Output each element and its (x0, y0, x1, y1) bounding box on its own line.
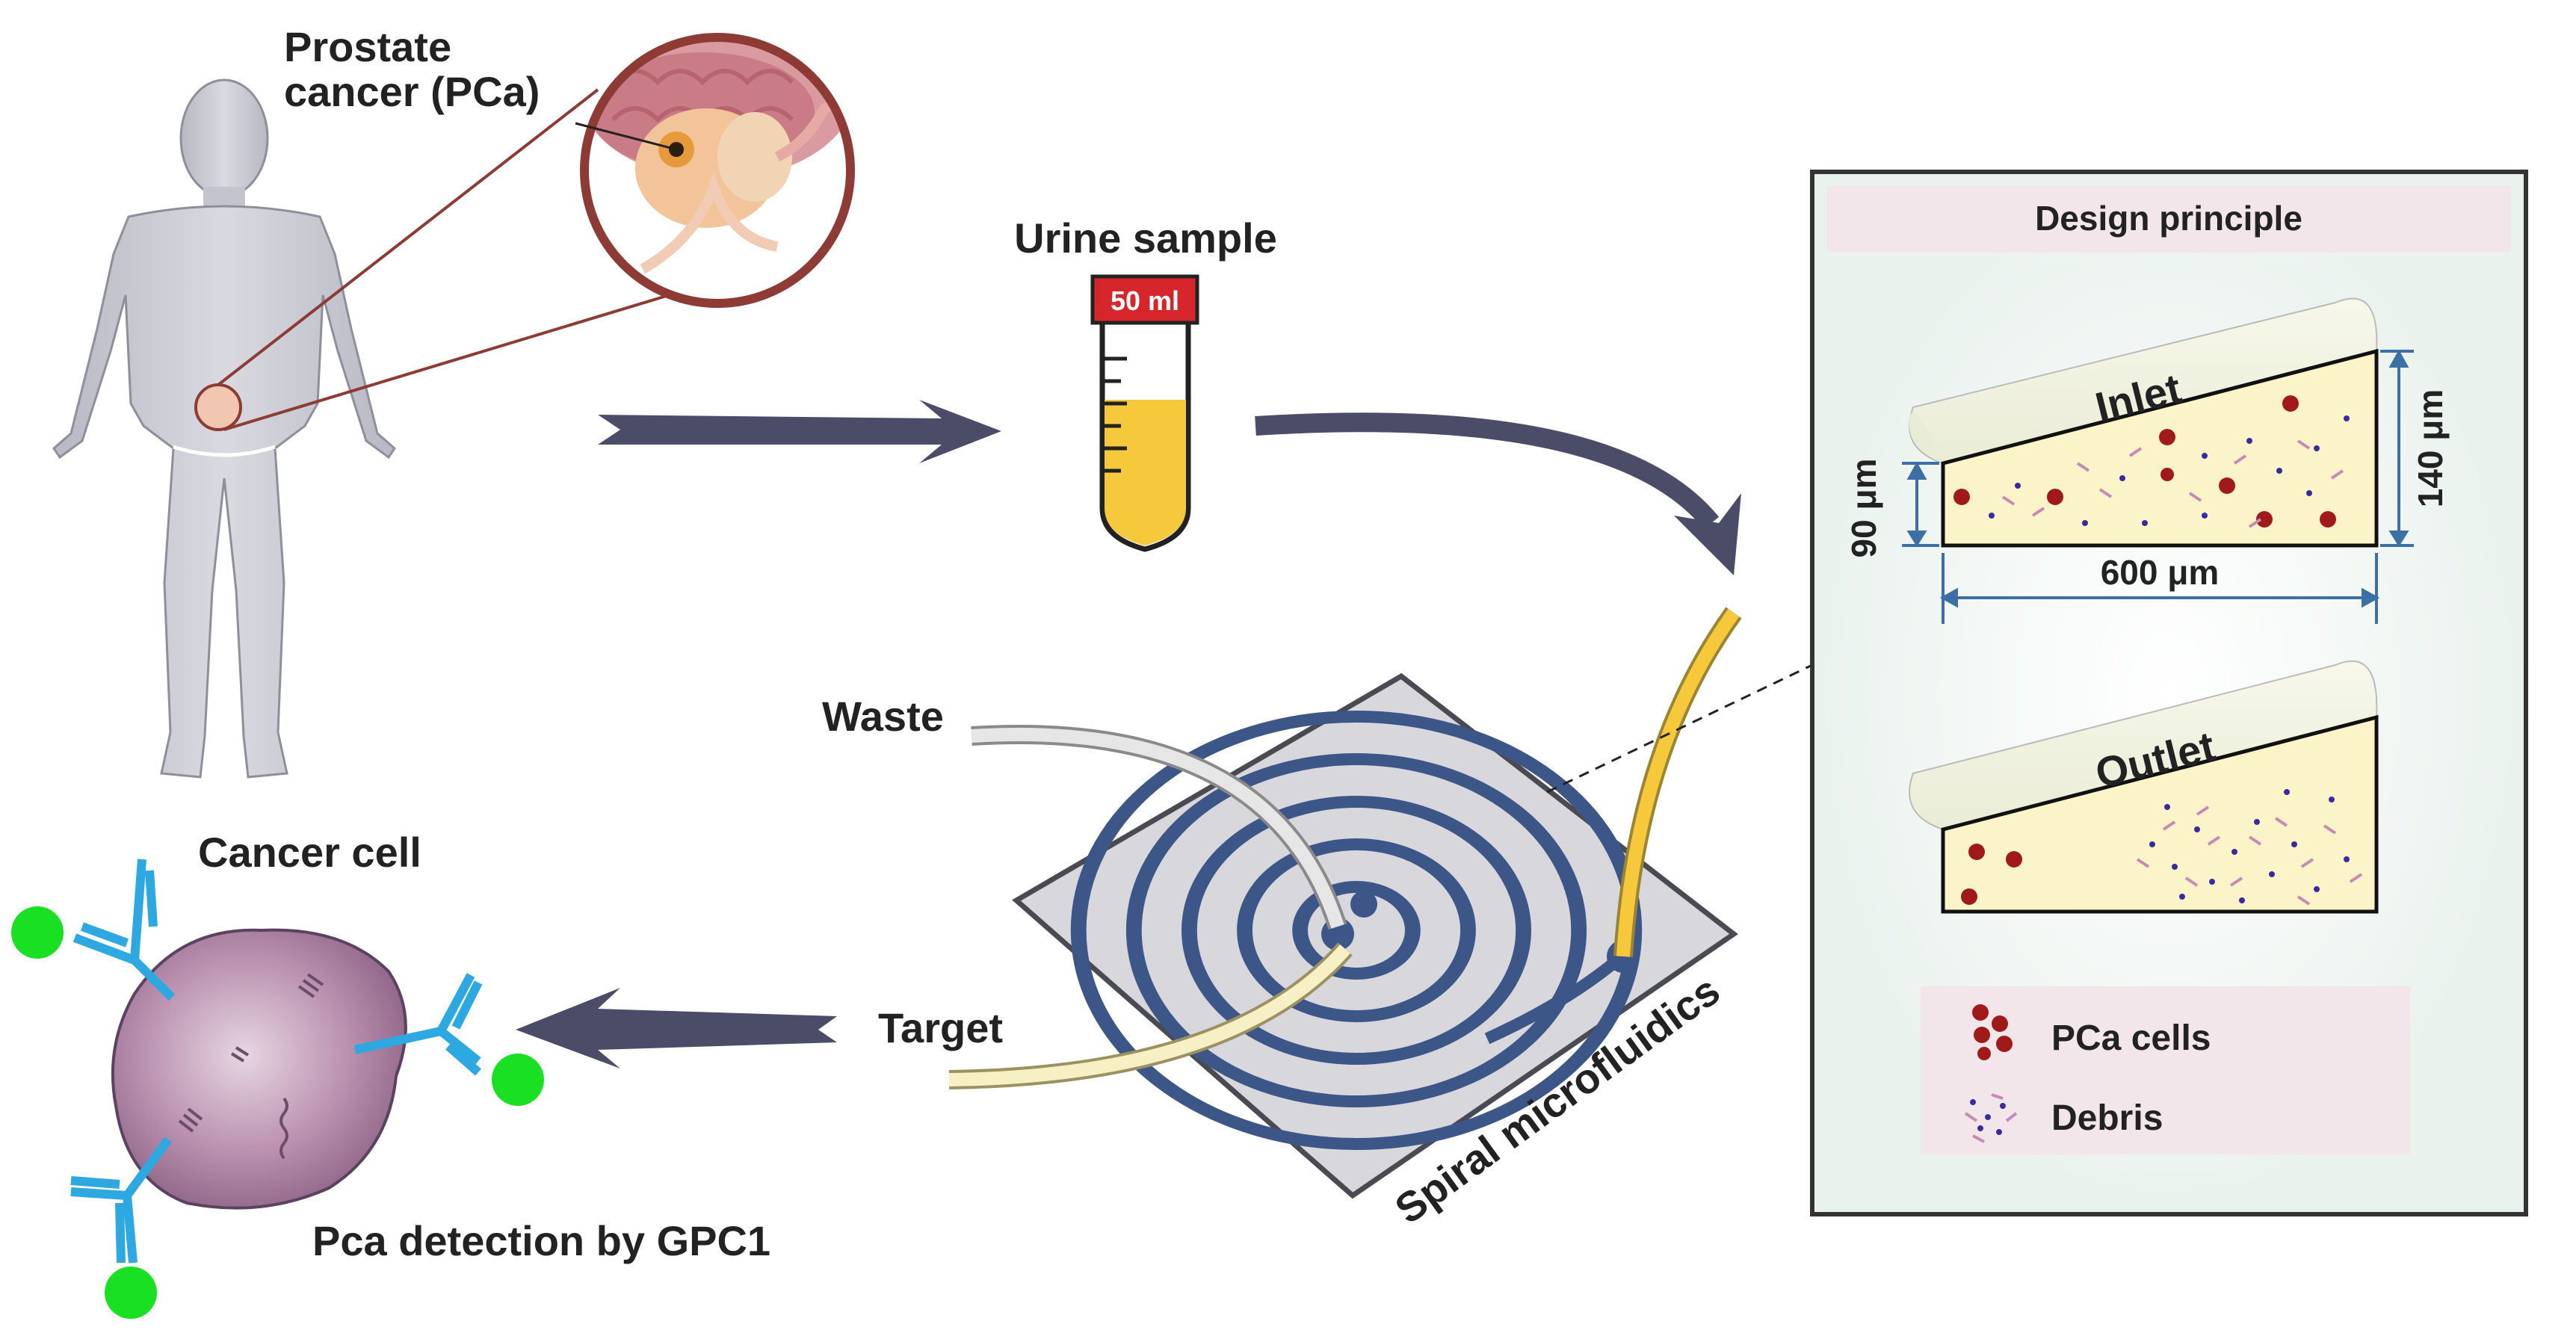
panel-legend (1921, 986, 2410, 1154)
outlet-particles (1961, 789, 2363, 906)
magnifier-connector-top (217, 88, 599, 386)
fluorophore-top-left (11, 906, 64, 959)
detection-label: Pca detection by GPC1 (312, 1217, 770, 1264)
dim-90um-label: 90 μm (1844, 459, 1883, 558)
outlet-cross-section (1909, 661, 2379, 914)
inlet-particles (1953, 395, 2350, 528)
target-label: Target (878, 1004, 1003, 1051)
arrow-body-to-urine (598, 400, 1001, 463)
cancer-cell (111, 928, 407, 1210)
fluorophore-bottom (105, 1267, 157, 1319)
prostate-location-marker (194, 383, 242, 431)
prostate-label-line2: cancer (PCa) (284, 68, 540, 115)
debris-icon (1964, 1093, 2018, 1143)
gpc1-antibody-bottom-left (70, 1137, 172, 1264)
fluorophore-right (492, 1054, 544, 1106)
dimension-lines (1902, 349, 2414, 624)
pca-cells-icon (1972, 1004, 2013, 1060)
prostate-label-line1: Prostate (284, 23, 451, 70)
arrow-target-to-cell (516, 988, 837, 1069)
arrow-urine-to-chip (1255, 412, 1741, 575)
legend-debris-label: Debris (2051, 1098, 2163, 1138)
prostate-magnifier (580, 33, 855, 308)
human-body-figure (52, 78, 396, 779)
waste-label: Waste (822, 693, 944, 740)
cancer-cell-label: Cancer cell (198, 829, 421, 876)
dim-140um-label: 140 μm (2411, 389, 2450, 508)
chip-to-panel-leader (1546, 664, 1813, 794)
gpc1-antibody-right (353, 973, 483, 1076)
design-principle-title: Design principle (2035, 199, 2302, 238)
dim-600um-label: 600 μm (2101, 553, 2220, 592)
urine-sample-label: Urine sample (1014, 214, 1277, 262)
tube-volume-label: 50 ml (1111, 285, 1179, 316)
legend-pca-cells-label: PCa cells (2051, 1018, 2211, 1058)
prostate-label-leader (575, 122, 677, 151)
gpc1-antibody-top-left (72, 859, 176, 1001)
urine-tube (1090, 274, 1199, 552)
